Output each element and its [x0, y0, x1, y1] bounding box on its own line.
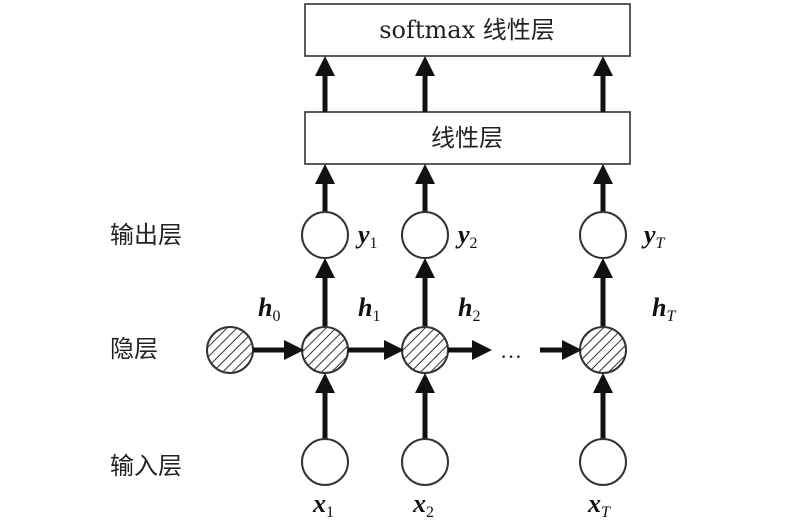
linear-layer-box: [304, 111, 631, 165]
input-node-2: [401, 438, 449, 486]
hidden-node-1: [301, 326, 349, 374]
softmax-linear-layer-label: softmax 线性层: [379, 16, 555, 44]
output-var-label-2: y2: [455, 220, 478, 252]
output-var-label-1: y1: [355, 220, 378, 252]
input-var-label-2: x2: [412, 489, 434, 521]
input-node-T: [579, 438, 627, 486]
output-node-2: [401, 211, 449, 259]
input-var-label-1: x1: [312, 489, 334, 521]
output-layer-label: 输出层: [110, 221, 182, 249]
softmax-linear-layer-box: [304, 3, 631, 57]
hidden-var-label-T: hT: [652, 293, 676, 325]
output-var-label-T: yT: [641, 220, 666, 252]
hidden-node-0: [206, 326, 254, 374]
linear-layer-label: 线性层: [431, 124, 503, 152]
hidden-var-label-1: h1: [358, 293, 380, 325]
output-node-1: [301, 211, 349, 259]
hidden-node-2: [401, 326, 449, 374]
output-node-T: [579, 211, 627, 259]
hidden-var-label-2: h2: [458, 293, 480, 325]
input-var-label-T: xT: [587, 489, 611, 521]
hidden-var-label-0: h0: [258, 293, 280, 325]
input-layer-label: 输入层: [110, 452, 182, 480]
input-node-1: [301, 438, 349, 486]
hidden-layer-label: 隐层: [110, 335, 158, 363]
ellipsis: …: [500, 338, 522, 363]
hidden-node-T: [579, 326, 627, 374]
